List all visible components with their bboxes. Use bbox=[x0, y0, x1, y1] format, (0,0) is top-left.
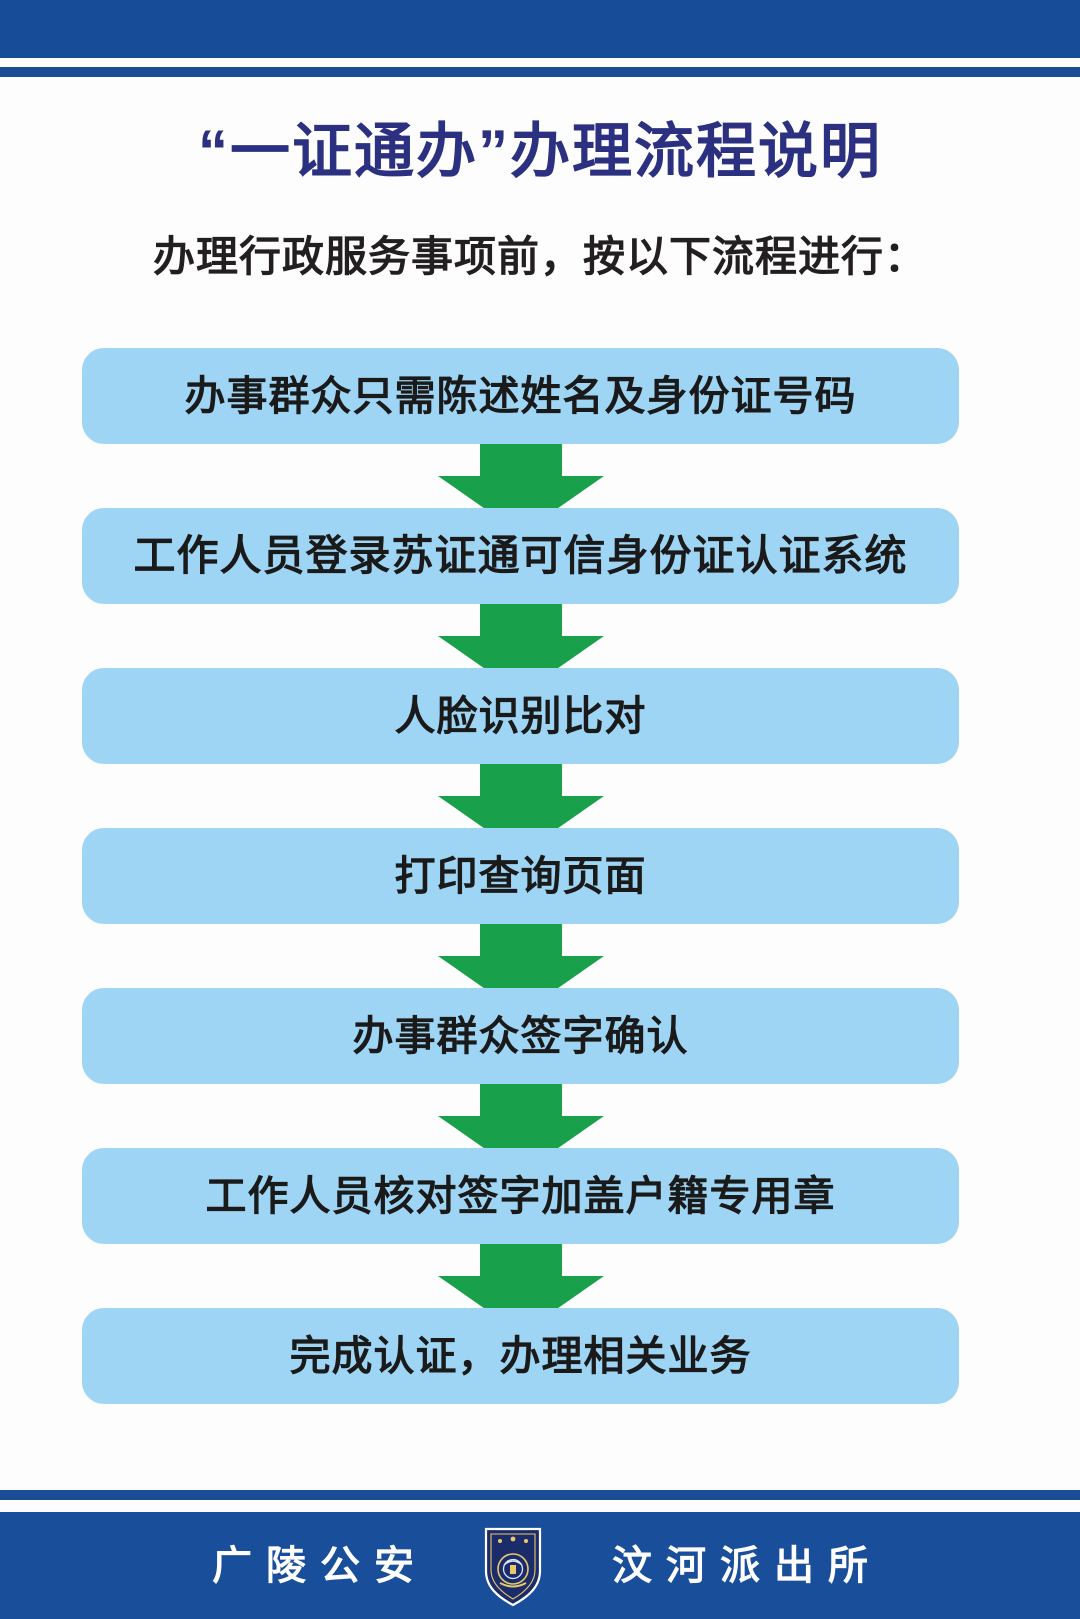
flow-connector-3 bbox=[82, 738, 959, 854]
flow-connector-2 bbox=[82, 578, 959, 694]
process-flow: 办事群众只需陈述姓名及身份证号码 工作人员登录苏证通可信身份证认证系统 bbox=[82, 348, 959, 1404]
footer-left-text: 广陵公安 bbox=[212, 1543, 428, 1588]
flow-step-2: 工作人员登录苏证通可信身份证认证系统 bbox=[82, 508, 959, 604]
page-subtitle: 办理行政服务事项前，按以下流程进行： bbox=[152, 233, 927, 280]
flow-step-5: 办事群众签字确认 bbox=[82, 988, 959, 1084]
flow-connector-5 bbox=[82, 1058, 959, 1174]
step-label: 工作人员登录苏证通可信身份证认证系统 bbox=[133, 532, 908, 579]
police-badge-icon bbox=[482, 1525, 544, 1607]
step-label: 打印查询页面 bbox=[394, 852, 647, 899]
footer-band-thin bbox=[0, 1490, 1080, 1500]
flow-connector-4 bbox=[82, 898, 959, 1014]
down-arrow-icon bbox=[437, 578, 604, 694]
down-arrow-icon bbox=[437, 738, 604, 854]
step-box: 工作人员核对签字加盖户籍专用章 bbox=[82, 1148, 959, 1244]
header-band-thin bbox=[0, 67, 1080, 77]
step-label: 办事群众签字确认 bbox=[352, 1012, 689, 1059]
step-label: 办事群众只需陈述姓名及身份证号码 bbox=[184, 372, 857, 419]
step-label: 工作人员核对签字加盖户籍专用章 bbox=[205, 1172, 836, 1219]
flow-connector-1 bbox=[82, 418, 959, 534]
step-box: 办事群众只需陈述姓名及身份证号码 bbox=[82, 348, 959, 444]
step-label: 完成认证，办理相关业务 bbox=[289, 1332, 752, 1379]
header-band-thick bbox=[0, 0, 1080, 58]
footer: 广陵公安 汶河派出所 bbox=[0, 1512, 1080, 1619]
down-arrow-icon bbox=[437, 1058, 604, 1174]
down-arrow-icon bbox=[437, 418, 604, 534]
flow-step-4: 打印查询页面 bbox=[82, 828, 959, 924]
flow-step-3: 人脸识别比对 bbox=[82, 668, 959, 764]
flow-step-7: 完成认证，办理相关业务 bbox=[82, 1308, 959, 1404]
step-box: 办事群众签字确认 bbox=[82, 988, 959, 1084]
step-box: 工作人员登录苏证通可信身份证认证系统 bbox=[82, 508, 959, 604]
step-box: 人脸识别比对 bbox=[82, 668, 959, 764]
step-label: 人脸识别比对 bbox=[394, 692, 647, 739]
flow-step-6: 工作人员核对签字加盖户籍专用章 bbox=[82, 1148, 959, 1244]
footer-right-text: 汶河派出所 bbox=[612, 1543, 882, 1588]
flow-connector-6 bbox=[82, 1218, 959, 1334]
page-title: “一证通办”办理流程说明 bbox=[198, 118, 882, 185]
down-arrow-icon bbox=[437, 898, 604, 1014]
flow-step-1: 办事群众只需陈述姓名及身份证号码 bbox=[82, 348, 959, 444]
step-box: 完成认证，办理相关业务 bbox=[82, 1308, 959, 1404]
step-box: 打印查询页面 bbox=[82, 828, 959, 924]
down-arrow-icon bbox=[437, 1218, 604, 1334]
